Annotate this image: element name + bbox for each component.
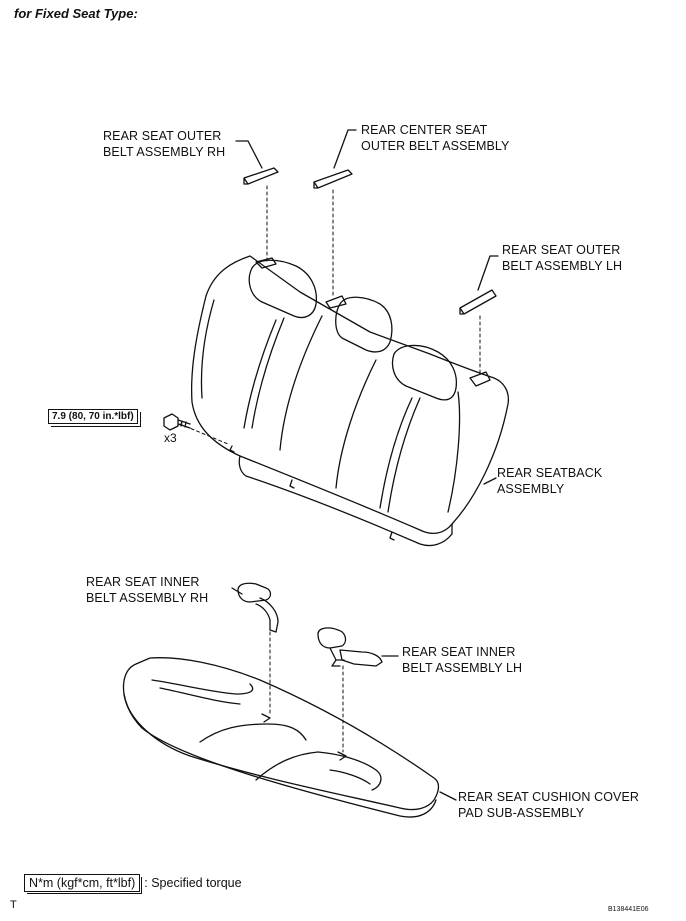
bolt xyxy=(164,414,190,430)
rear-seat-cushion xyxy=(124,658,439,817)
rear-seatback xyxy=(192,256,509,546)
leader-center xyxy=(334,130,356,168)
bolt-quantity: x3 xyxy=(164,431,177,445)
leader-outer-lh xyxy=(478,256,498,290)
outer-rh-belt-piece xyxy=(244,168,278,184)
outer-lh-belt-piece xyxy=(460,290,496,314)
legend-text: : Specified torque xyxy=(144,876,242,890)
leader-seatback xyxy=(484,478,496,484)
torque-legend: N*m (kgf*cm, ft*lbf) : Specified torque xyxy=(24,874,242,894)
headrest-lh xyxy=(393,345,457,399)
leader-inner-rh xyxy=(232,588,242,594)
headrest-rh xyxy=(249,260,316,317)
leader-outer-rh xyxy=(236,141,262,168)
inner-rh-belt xyxy=(238,583,278,632)
center-belt-piece xyxy=(314,170,352,188)
legend-unit-box: N*m (kgf*cm, ft*lbf) xyxy=(24,874,143,894)
corner-mark: T xyxy=(10,899,17,911)
inner-lh-belt xyxy=(318,628,382,666)
leader-cushion xyxy=(440,792,456,800)
torque-spec-box: 7.9 (80, 70 in.*lbf) xyxy=(48,409,141,427)
diagram-heading: for Fixed Seat Type: xyxy=(14,6,138,21)
figure-code: B138441E06 xyxy=(608,906,649,913)
headrest-center xyxy=(336,297,392,352)
